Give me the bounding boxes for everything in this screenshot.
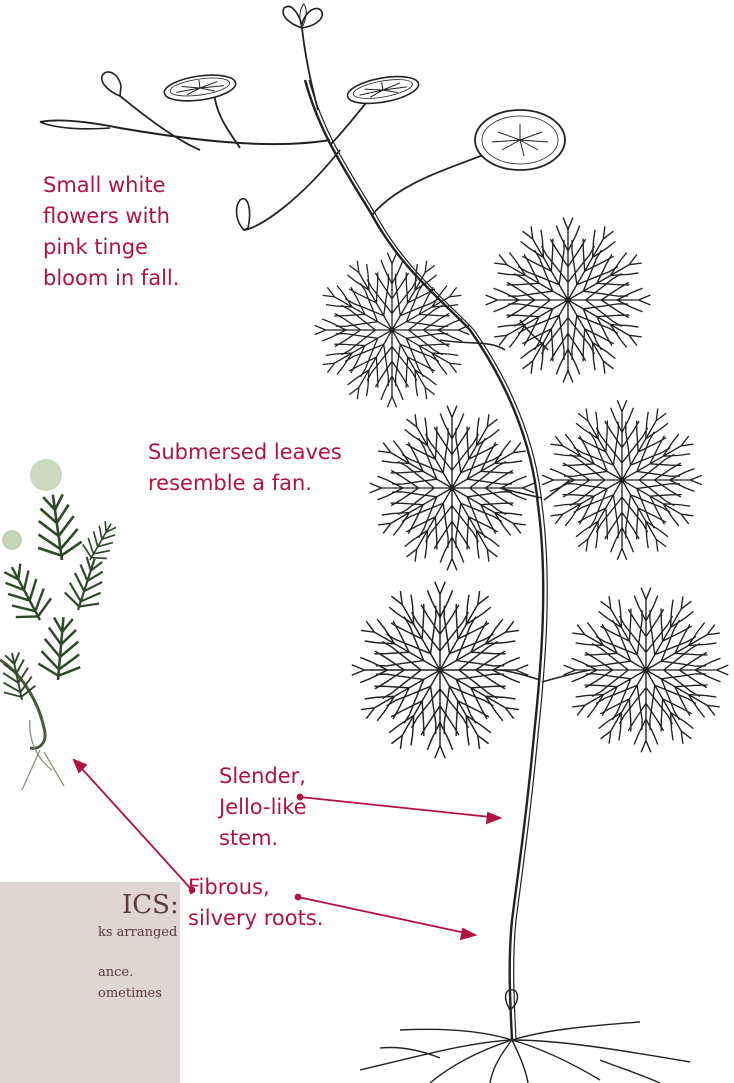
submersed-leaf (483, 215, 652, 384)
label-line: Slender, (219, 761, 307, 792)
label-roots: Fibrous, silvery roots. (188, 872, 323, 934)
card-text-line: ance. (98, 965, 133, 980)
main-stem (305, 80, 543, 1040)
label-line: pink tinge (43, 232, 179, 263)
label-leaves: Submersed leaves resemble a fan. (148, 437, 342, 499)
plant-photo (0, 459, 123, 790)
label-line: bloom in fall. (43, 263, 179, 294)
arrow-roots (298, 897, 475, 935)
submersed-leaf (540, 398, 704, 562)
label-line: silvery roots. (188, 903, 323, 934)
label-line: Small white (43, 170, 179, 201)
card-title: ICS: (122, 890, 179, 920)
label-line: Fibrous, (188, 872, 323, 903)
card-text-line: ks arranged (98, 925, 177, 940)
label-stem: Slender, Jello-like stem. (219, 761, 307, 854)
label-line: stem. (219, 823, 307, 854)
arrow-stem (300, 797, 500, 818)
floating-leaf (163, 71, 238, 105)
card-text-line: ometimes (98, 986, 162, 1001)
submersed-leaf (313, 251, 472, 410)
floating-leaf (345, 72, 420, 108)
label-line: Jello-like (219, 792, 307, 823)
upper-branch-left (40, 120, 330, 144)
characteristics-card: ICS: ks arranged ance. ometimes (0, 882, 180, 1083)
submersed-leaf (367, 403, 536, 572)
label-line: resemble a fan. (148, 468, 342, 499)
label-line: Submersed leaves (148, 437, 342, 468)
floating-leaf (475, 110, 565, 170)
label-line: flowers with (43, 201, 179, 232)
roots (360, 1022, 690, 1083)
label-flowers: Small white flowers with pink tinge bloo… (43, 170, 179, 294)
arrow-roots-to-photo (74, 760, 192, 890)
